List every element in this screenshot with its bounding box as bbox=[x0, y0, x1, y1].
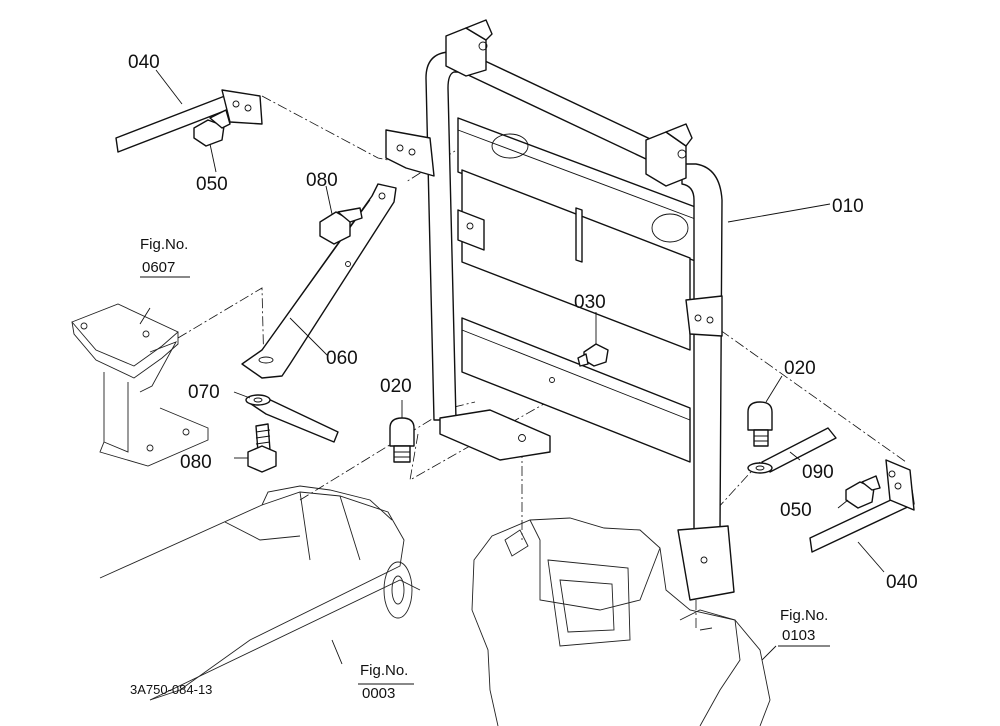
label-080-top: 080 bbox=[306, 170, 338, 191]
fig-0103-number: 0103 bbox=[782, 627, 815, 644]
bolt-030 bbox=[577, 343, 609, 367]
figure-ref-0103: Fig.No. 0103 bbox=[780, 607, 828, 644]
label-040-top: 040 bbox=[128, 52, 160, 73]
label-050-right: 050 bbox=[780, 500, 812, 521]
fig-0103-transmission-ghost bbox=[471, 517, 771, 726]
fig-0607-caption: Fig.No. bbox=[140, 236, 188, 253]
part-labels: 040 050 080 010 030 060 070 080 020 020 … bbox=[128, 52, 918, 593]
figure-ref-0607: Fig.No. 0607 bbox=[140, 236, 188, 276]
fig-0003-number: 0003 bbox=[362, 685, 395, 702]
bolt-080-bottom bbox=[247, 423, 277, 473]
washer-090 bbox=[747, 427, 837, 474]
bracket-040-bottom bbox=[809, 459, 915, 553]
label-020-right: 020 bbox=[784, 358, 816, 379]
bolt-020-left bbox=[389, 417, 415, 463]
stay-060 bbox=[241, 183, 397, 379]
leader-lines bbox=[139, 69, 885, 685]
label-050-top: 050 bbox=[196, 174, 228, 195]
fig-0103-caption: Fig.No. bbox=[780, 607, 828, 624]
fig-0607-number: 0607 bbox=[142, 259, 175, 276]
label-070: 070 bbox=[188, 382, 220, 403]
bolt-080-top bbox=[319, 207, 363, 245]
label-020-left: 020 bbox=[380, 376, 412, 397]
rops-frame-010 bbox=[385, 19, 735, 601]
bolt-020-right bbox=[747, 401, 773, 447]
label-010: 010 bbox=[832, 196, 864, 217]
label-080-bottom: 080 bbox=[180, 452, 212, 473]
label-030: 030 bbox=[574, 292, 606, 313]
washer-070 bbox=[245, 394, 339, 443]
fig-0003-engine-ghost bbox=[99, 485, 421, 701]
fig-0607-bracket-ghost bbox=[71, 303, 209, 467]
label-060: 060 bbox=[326, 348, 358, 369]
bolt-050-right bbox=[845, 475, 881, 509]
label-040-bottom: 040 bbox=[886, 572, 918, 593]
drawing-code: 3A750-084-13 bbox=[130, 682, 212, 697]
figure-ref-0003: Fig.No. 0003 bbox=[360, 662, 408, 702]
fig-0003-caption: Fig.No. bbox=[360, 662, 408, 679]
bracket-040-top bbox=[115, 89, 263, 153]
label-090: 090 bbox=[802, 462, 834, 483]
bolt-050-top bbox=[193, 109, 231, 147]
